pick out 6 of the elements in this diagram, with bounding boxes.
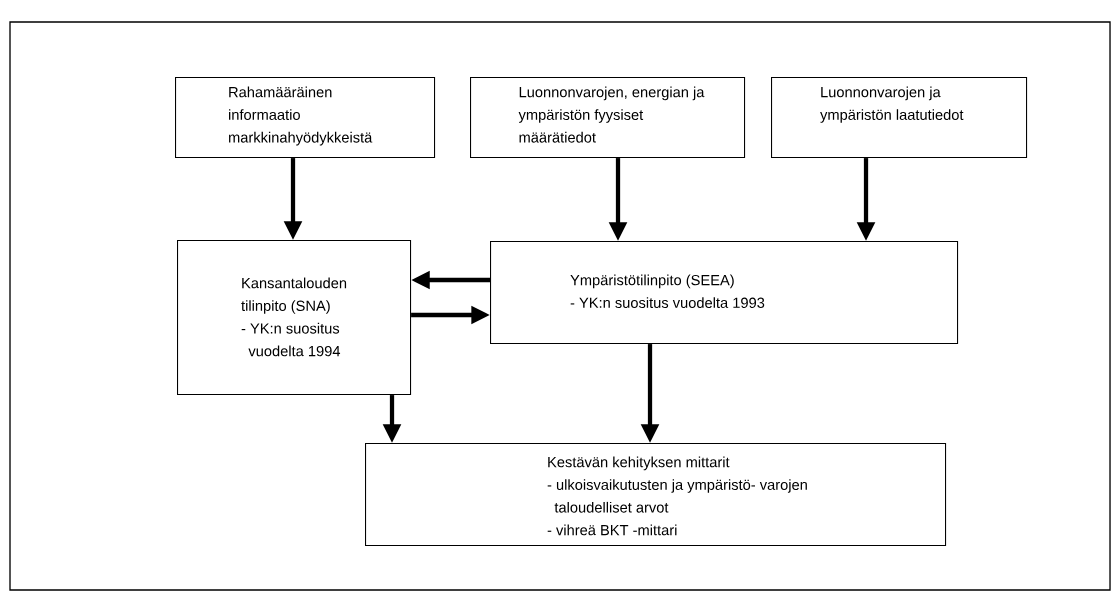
text-box: Kestävän kehityksen mittarit - ulkoisvaikutusten ja ympäristö- varojen taloudelliset arvot - vihreä BKT -mittari: [365, 443, 947, 547]
text-box: Luonnonvarojen ja ympäristön laatutiedot: [771, 77, 1028, 159]
text-box: Kansantalouden tilinpito (SNA) - YK:n suositus vuodelta 1994: [177, 240, 412, 396]
text-box: Rahamääräinen informaatio markkinahyödykkeistä: [175, 77, 436, 159]
text-box: Luonnonvarojen, energian ja ympäristön fyysiset määrätiedot: [470, 77, 746, 159]
text-box: Ympäristötilinpito (SEEA) - YK:n suositus vuodelta 1993: [490, 241, 959, 345]
